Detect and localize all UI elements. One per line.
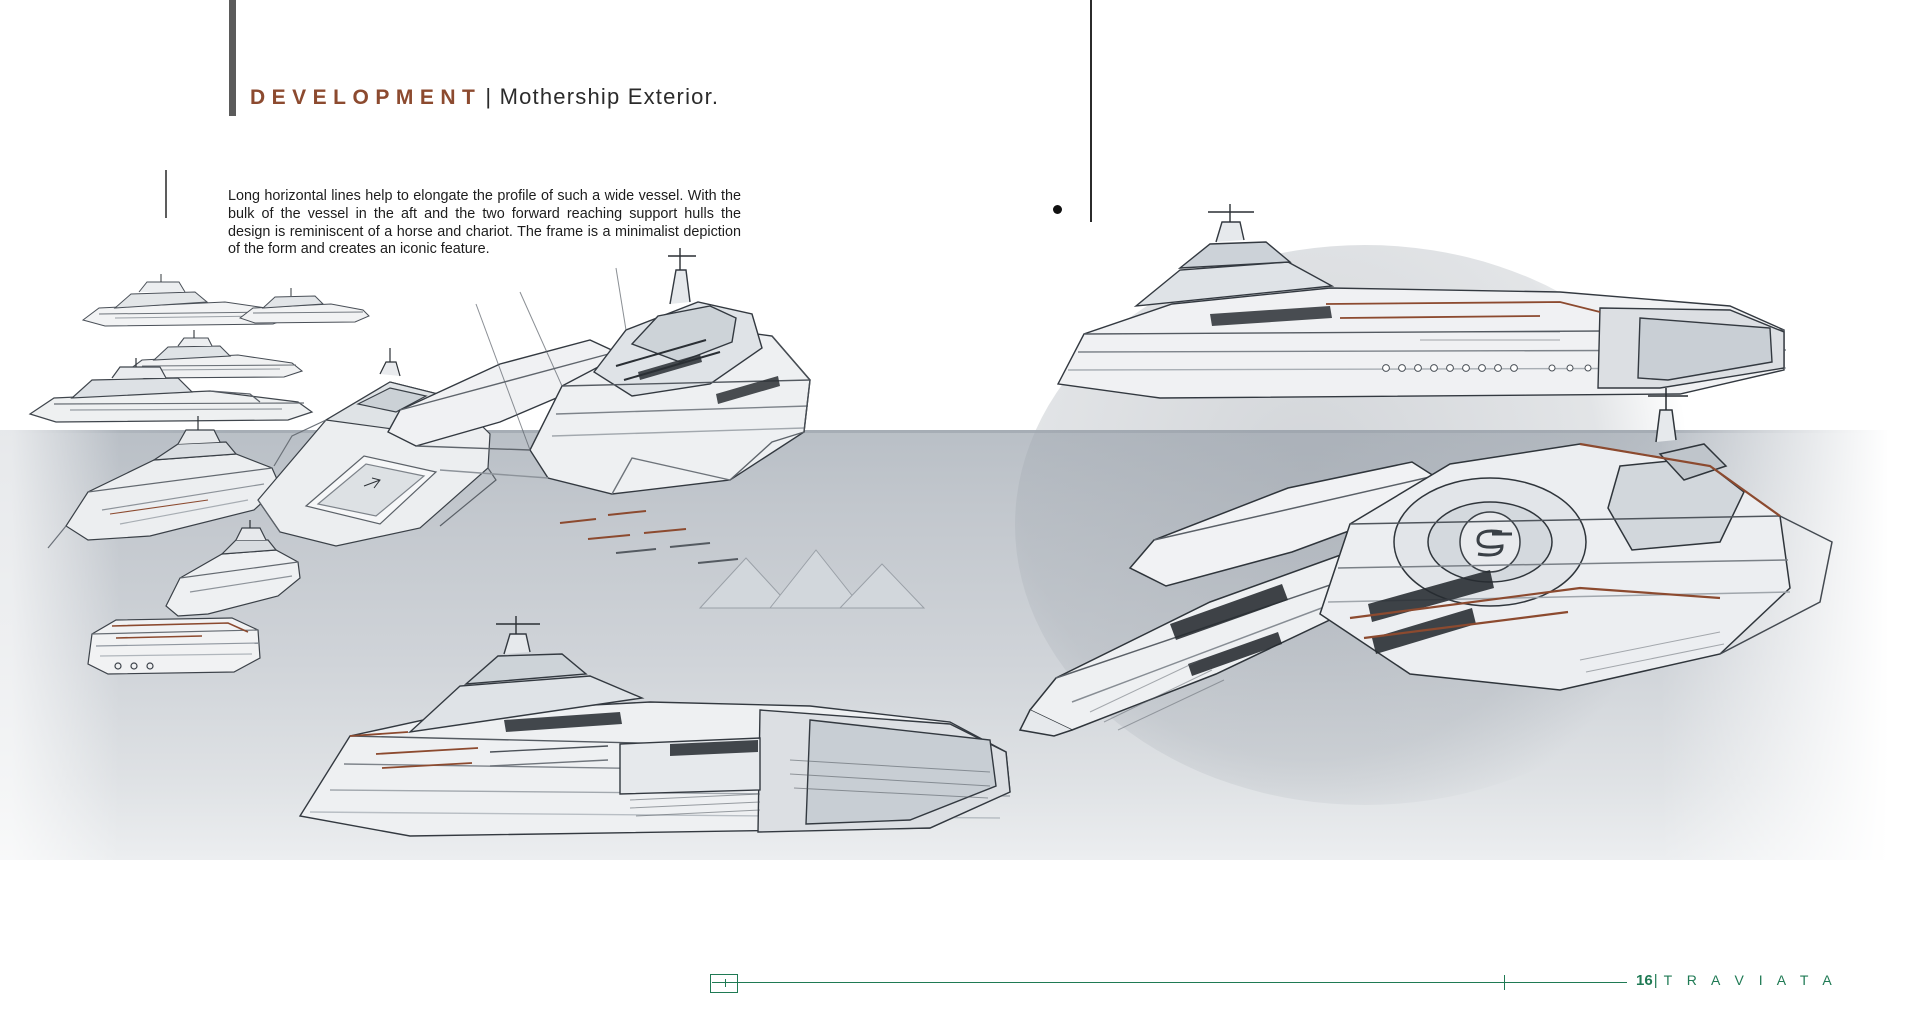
header-vertical-line [1090, 0, 1092, 222]
page-number: 16 [1636, 972, 1653, 989]
header-bullet-dot [1053, 205, 1062, 214]
footer-label: 16| T R A V I A T A [1636, 972, 1837, 989]
footer-rule [712, 982, 1622, 983]
sketch-mountain-backdrop [698, 542, 930, 612]
sketch-mothership-three-quarter [380, 244, 850, 524]
sketch-motion-marks [559, 505, 780, 575]
paragraph-accent-rule [165, 170, 167, 218]
title-divider: | [485, 84, 492, 109]
sketch-profile-elevation [290, 616, 1030, 860]
page-title: DEVELOPMENT| Mothership Exterior. [250, 84, 719, 110]
section-label: DEVELOPMENT [250, 86, 482, 109]
brand-name: T R A V I A T A [1663, 972, 1838, 988]
sketch-mothership-profile-right [1040, 204, 1800, 428]
sketch-thumbnail-profile-1 [75, 270, 335, 340]
sketch-hull-study-1 [47, 414, 298, 554]
sketch-thumbnail-profile-3 [120, 330, 320, 390]
footer-dash [1610, 982, 1627, 983]
header-accent-bar [229, 0, 236, 116]
footer-divider: | [1653, 972, 1658, 989]
sketch-detail-panel [82, 596, 267, 692]
footer-marker-icon [710, 974, 738, 993]
footer-tick-mark [1504, 975, 1505, 990]
sketch-hull-study-2 [160, 520, 310, 630]
page-subtitle: Mothership Exterior. [499, 84, 720, 109]
sketch-thumbnail-profile-2 [235, 282, 380, 337]
sketch-mothership-hero [1018, 388, 1840, 772]
sketch-thumbnail-profile-4 [20, 358, 340, 438]
intro-paragraph: Long horizontal lines help to elongate t… [228, 188, 741, 258]
